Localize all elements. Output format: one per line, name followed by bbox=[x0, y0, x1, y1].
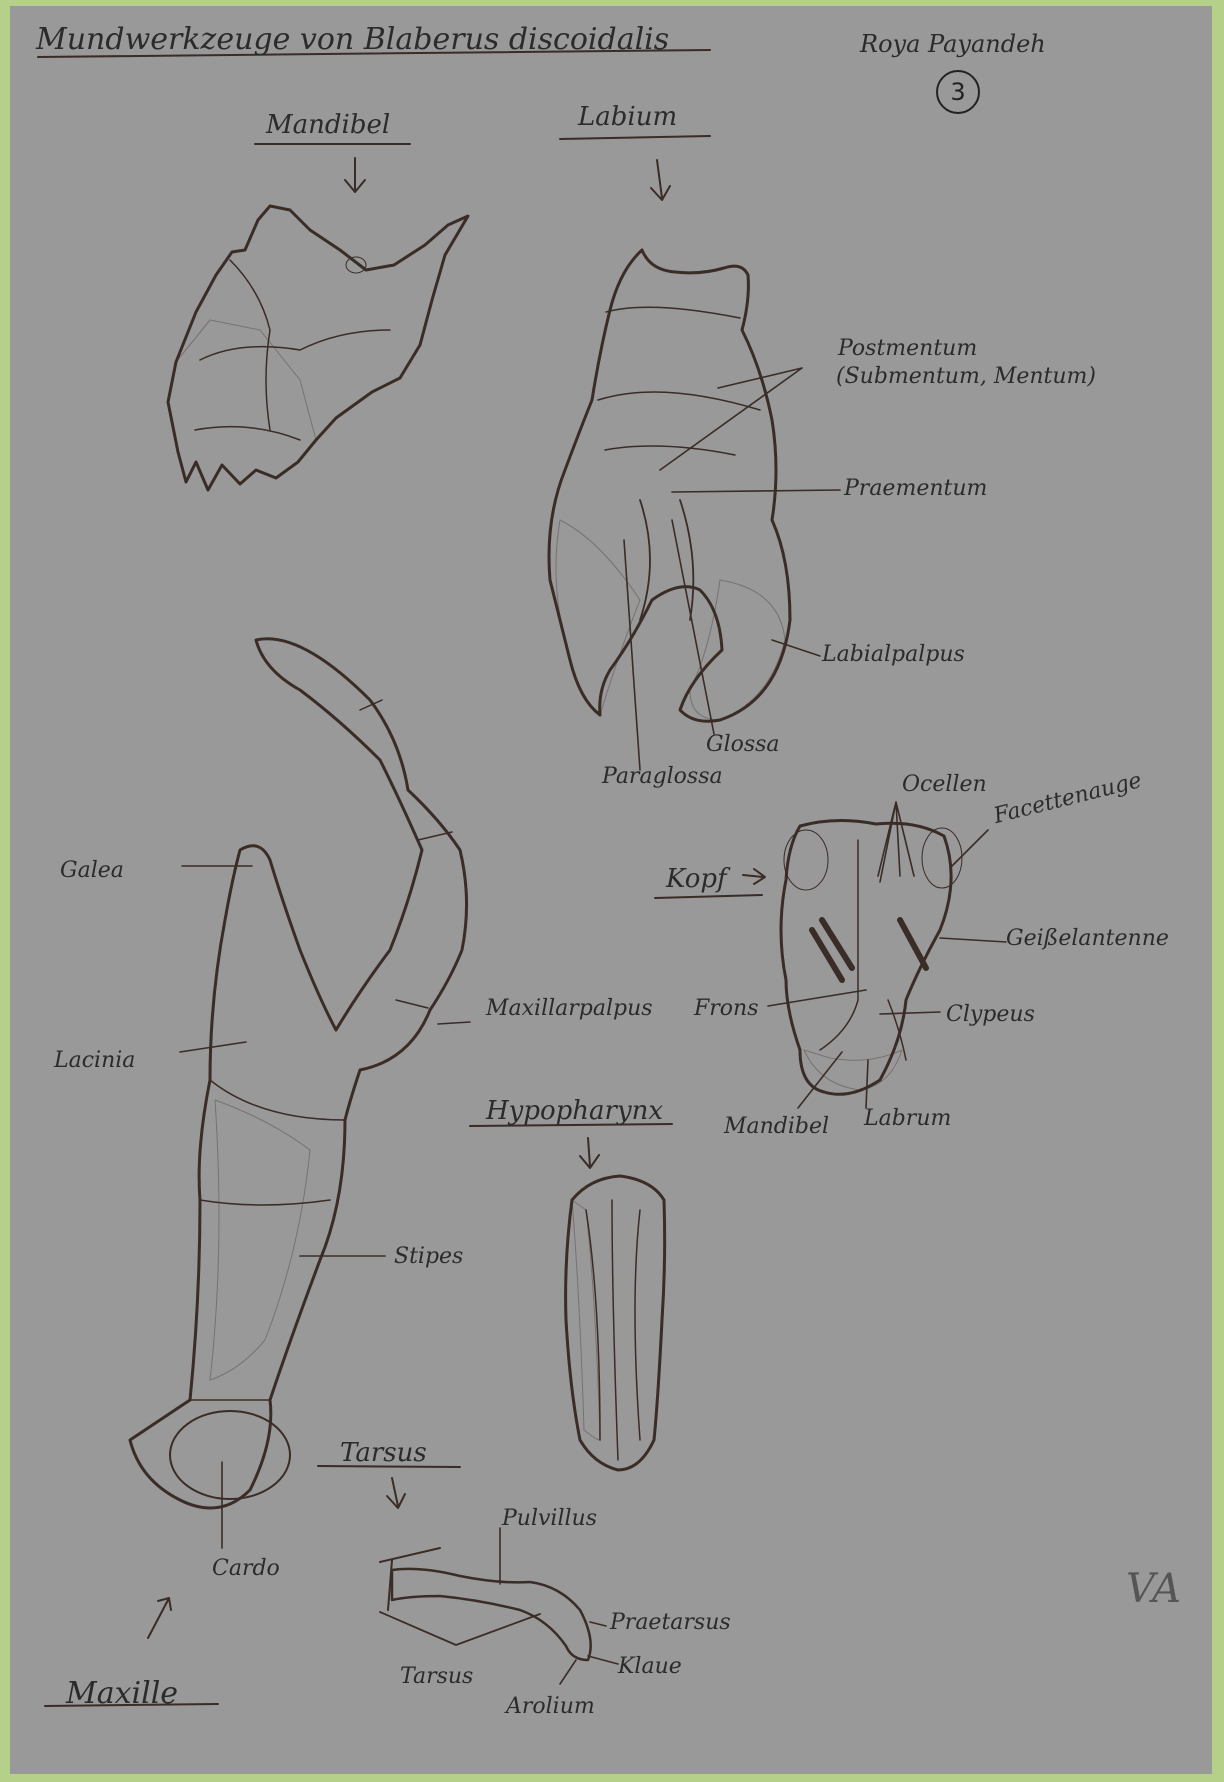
label-geisselantenne: Geißelantenne bbox=[1006, 926, 1169, 951]
sketch-illustrations bbox=[10, 6, 1212, 1774]
heading-mandibel: Mandibel bbox=[266, 110, 390, 140]
label-stipes: Stipes bbox=[394, 1244, 463, 1269]
label-postmentum: Postmentum bbox=[838, 336, 977, 361]
label-klaue: Klaue bbox=[618, 1654, 682, 1679]
heading-hypopharynx: Hypopharynx bbox=[486, 1096, 663, 1126]
label-glossa: Glossa bbox=[706, 732, 780, 757]
label-mandibel-kopf: Mandibel bbox=[724, 1114, 829, 1139]
label-labialpalpus: Labialpalpus bbox=[822, 642, 965, 667]
label-pulvillus: Pulvillus bbox=[502, 1506, 597, 1531]
page-number-circle: 3 bbox=[936, 70, 980, 114]
label-tarsus-segment: Tarsus bbox=[400, 1664, 473, 1689]
label-praementum: Praementum bbox=[844, 476, 987, 501]
page-title: Mundwerkzeuge von Blaberus discoidalis bbox=[36, 22, 669, 57]
drawing-sheet: Mundwerkzeuge von Blaberus discoidalis R… bbox=[10, 6, 1212, 1774]
heading-maxille: Maxille bbox=[66, 1676, 178, 1711]
label-lacinia: Lacinia bbox=[54, 1048, 135, 1073]
heading-tarsus: Tarsus bbox=[340, 1438, 427, 1468]
label-ocellen: Ocellen bbox=[902, 772, 987, 797]
label-clypeus: Clypeus bbox=[946, 1002, 1035, 1027]
author-name: Roya Payandeh bbox=[860, 30, 1046, 58]
label-praetarsus: Praetarsus bbox=[610, 1610, 731, 1635]
label-arolium: Arolium bbox=[506, 1694, 595, 1719]
label-cardo: Cardo bbox=[212, 1556, 280, 1581]
label-labrum: Labrum bbox=[864, 1106, 951, 1131]
heading-kopf: Kopf bbox=[666, 864, 727, 894]
label-maxillarpalpus: Maxillarpalpus bbox=[486, 996, 653, 1021]
label-paraglossa: Paraglossa bbox=[602, 764, 723, 789]
label-postmentum-sub: (Submentum, Mentum) bbox=[836, 364, 1096, 389]
heading-labium: Labium bbox=[578, 102, 677, 132]
label-galea: Galea bbox=[60, 858, 124, 883]
signature-mark: VA bbox=[1126, 1566, 1181, 1612]
label-frons: Frons bbox=[694, 996, 759, 1021]
